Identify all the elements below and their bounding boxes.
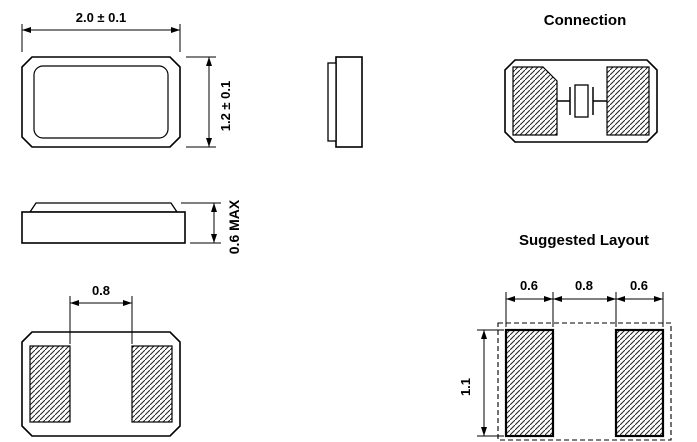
top-view-body-outline <box>21 56 181 148</box>
layout-left-pad-width-label: 0.6 <box>520 278 538 293</box>
bottom-view-right-pad <box>131 345 173 423</box>
bottom-view: 0.8 <box>21 283 181 437</box>
top-view-cavity-outline <box>33 65 169 139</box>
layout-pad-height-label: 1.1 <box>458 378 473 396</box>
suggested-layout-view: Suggested Layout 0.6 0.8 0.6 1.1 <box>458 232 672 441</box>
connection-title: Connection <box>544 12 627 29</box>
connection-left-pad <box>512 66 558 136</box>
bottom-view-left-pad <box>29 345 71 423</box>
layout-package-outline-dashed <box>497 322 672 441</box>
suggested-layout-title: Suggested Layout <box>519 232 649 249</box>
connection-view: Connection <box>504 12 658 143</box>
bottom-view-pad-spacing-label: 0.8 <box>92 283 110 298</box>
side-view-lid-seam <box>327 62 337 142</box>
front-view-base <box>21 211 186 244</box>
top-view-height-dim-label: 1.2 ± 0.1 <box>218 81 233 132</box>
connection-right-pad <box>606 66 650 136</box>
front-view-height-dim-label: 0.6 MAX <box>226 199 242 254</box>
front-view-lid <box>28 202 179 213</box>
layout-right-pad-width-label: 0.6 <box>630 278 648 293</box>
layout-right-pad <box>614 328 665 438</box>
crystal-symbol-body <box>574 84 589 118</box>
side-view-body <box>335 56 363 148</box>
top-view-width-dim-label: 2.0 ± 0.1 <box>76 10 127 25</box>
top-view: 2.0 ± 0.1 1.2 ± 0.1 <box>21 10 233 148</box>
front-view: 0.6 MAX <box>21 199 242 254</box>
side-view <box>327 56 363 148</box>
layout-left-pad <box>504 328 555 438</box>
layout-pad-gap-label: 0.8 <box>575 278 593 293</box>
